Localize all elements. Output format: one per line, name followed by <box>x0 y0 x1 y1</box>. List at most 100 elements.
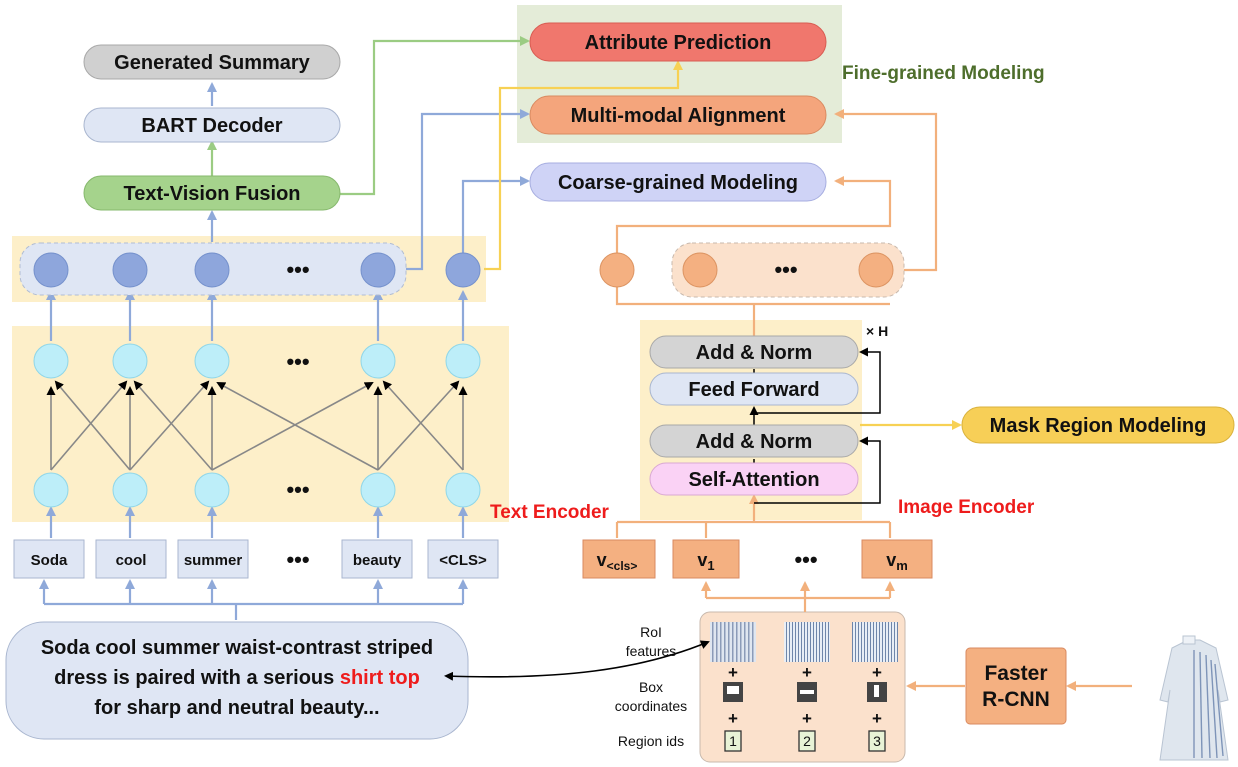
add-norm-bottom-box <box>649 424 859 458</box>
box-coordinate-icon <box>797 682 817 702</box>
v1-sub: 1 <box>707 558 714 573</box>
self-attention-label: Self-Attention <box>688 469 819 491</box>
bart-decoder-label: BART Decoder <box>141 115 282 137</box>
box-coordinate-icon <box>723 682 743 702</box>
bart-decoder-box <box>83 107 341 143</box>
region-ids-label: Region ids <box>618 733 684 749</box>
faster-rcnn-label: R-CNN <box>982 688 1050 711</box>
token-box <box>427 539 499 579</box>
roi-thumbnail <box>784 622 830 662</box>
hidden-node <box>33 343 69 379</box>
faster-rcnn-box <box>965 647 1067 725</box>
region-id-label: 3 <box>873 733 881 749</box>
hidden-node <box>194 343 230 379</box>
mask-region-modeling-label: Mask Region Modeling <box>990 415 1207 437</box>
token-box <box>341 539 413 579</box>
hidden-node <box>112 343 148 379</box>
hidden-node <box>445 343 481 379</box>
region-id-label: 2 <box>803 733 811 749</box>
embedding-node <box>33 252 69 288</box>
generated-summary-box <box>83 44 341 80</box>
visual-token-ellipsis: ••• <box>794 547 817 572</box>
token-box <box>177 539 249 579</box>
token-label: Soda <box>31 552 68 569</box>
image-embedding-node <box>858 252 894 288</box>
box-coordinates-label: Box <box>639 679 663 695</box>
embedding-ellipsis: ••• <box>286 257 309 282</box>
coarse-grained-label: Coarse-grained Modeling <box>558 172 798 194</box>
attribute-prediction-label: Attribute Prediction <box>585 32 772 54</box>
box-coordinate-icon <box>867 682 887 702</box>
vm-sub: m <box>896 558 908 573</box>
embedding-node <box>360 252 396 288</box>
token-ellipsis: ••• <box>286 547 309 572</box>
plus-sign: + <box>802 709 812 728</box>
feed-forward-box <box>649 372 859 406</box>
v-cls-sub: <cls> <box>607 559 638 573</box>
encoder-nodes <box>33 343 481 508</box>
input-node <box>445 472 481 508</box>
add-norm-top-label: Add & Norm <box>696 342 813 364</box>
image-encoder-label: Image Encoder <box>898 497 1035 518</box>
faster-rcnn-label: Faster <box>984 662 1047 685</box>
input-text-line1: Soda cool summer waist-contrast striped <box>41 637 433 659</box>
text-encoder-panel <box>12 326 509 522</box>
input-text-highlight: shirt top <box>340 667 420 689</box>
v-cls-label: v<cls> <box>597 550 638 573</box>
region-id-label: 1 <box>729 733 737 749</box>
v1-main: v <box>697 550 707 570</box>
plus-sign: + <box>872 709 882 728</box>
residual-connection <box>754 436 881 504</box>
vm-box <box>861 539 933 579</box>
coarse-grained-box <box>529 162 827 202</box>
embedding-node <box>194 252 230 288</box>
plus-sign: + <box>728 709 738 728</box>
input-text-line2: dress is paired with a serious shirt top <box>54 667 420 689</box>
token-label: <CLS> <box>439 552 487 569</box>
times-h-label: × H <box>866 323 888 339</box>
v-cls-box <box>582 539 656 579</box>
attribute-prediction-box <box>529 22 827 62</box>
multimodal-alignment-box <box>529 95 827 135</box>
roi-thumbnail <box>710 622 756 662</box>
text-vision-fusion-label: Text-Vision Fusion <box>123 183 300 205</box>
vm-label: vm <box>886 550 908 573</box>
input-ellipsis: ••• <box>286 477 309 502</box>
v-cls-main: v <box>597 550 607 570</box>
input-node <box>112 472 148 508</box>
text-embedding-nodes <box>33 252 481 288</box>
mask-region-modeling-box <box>961 406 1235 444</box>
image-embedding-node <box>682 252 718 288</box>
roi-features-label: RoI <box>640 624 662 640</box>
token-label: cool <box>116 552 147 569</box>
vm-main: v <box>886 550 896 570</box>
token-label: beauty <box>353 552 402 569</box>
input-text-line3: for sharp and neutral beauty... <box>94 697 379 719</box>
token-box <box>95 539 167 579</box>
input-node <box>194 472 230 508</box>
region-id-box <box>798 730 816 752</box>
hidden-node <box>360 343 396 379</box>
text-vision-fusion-box <box>83 175 341 211</box>
multimodal-alignment-label: Multi-modal Alignment <box>571 105 786 127</box>
token-label: summer <box>184 552 243 569</box>
input-node <box>360 472 396 508</box>
plus-sign: + <box>802 663 812 682</box>
image-embedding-ellipsis: ••• <box>774 257 797 282</box>
residual-connection <box>754 347 881 414</box>
fine-grained-label: Fine-grained Modeling <box>842 63 1045 84</box>
image-embedding-group <box>671 242 905 298</box>
add-norm-top-box <box>649 335 859 369</box>
self-attention-box <box>649 462 859 496</box>
encoder-connections <box>46 380 468 471</box>
region-id-box <box>724 730 742 752</box>
embedding-node <box>112 252 148 288</box>
input-text-line2-plain: dress is paired with a serious <box>54 667 340 689</box>
roi-features-label: features <box>626 643 677 659</box>
v1-label: v1 <box>697 550 714 573</box>
token-box <box>13 539 85 579</box>
hidden-ellipsis: ••• <box>286 349 309 374</box>
add-norm-bottom-label: Add & Norm <box>696 431 813 453</box>
v1-box <box>672 539 740 579</box>
